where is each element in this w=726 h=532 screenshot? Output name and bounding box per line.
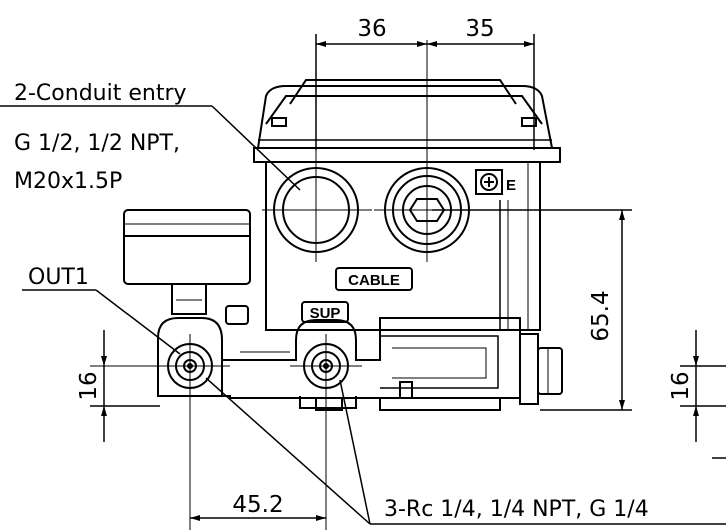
dimension-right-16: [680, 330, 726, 459]
earth-label: E: [506, 177, 516, 194]
dim-top-left: 36: [357, 16, 386, 42]
out1-callout: [22, 289, 181, 355]
conduit-callout: [0, 105, 301, 191]
out1-label: OUT1: [28, 265, 89, 290]
cable-label: CABLE: [348, 272, 400, 289]
cable-badge: CABLE: [335, 267, 413, 291]
conduit-line1: G 1/2, 1/2 NPT,: [14, 131, 180, 156]
conduit-title: 2-Conduit entry: [14, 81, 187, 106]
dim-top-right: 35: [465, 16, 494, 42]
dimension-top: [315, 34, 535, 150]
top-cover: [253, 79, 561, 163]
ports-label: 3-Rc 1/4, 1/4 NPT, G 1/4: [384, 497, 649, 522]
dim-left-16: 16: [76, 371, 102, 400]
sup-badge: SUP: [301, 301, 349, 323]
pressure-gauge: [123, 209, 251, 325]
main-body: [265, 162, 541, 331]
ports-callout: [205, 377, 726, 525]
centerlines: [90, 40, 484, 530]
dimension-height-right: [432, 209, 632, 411]
dim-bottom: 45.2: [232, 492, 283, 518]
conduit-line2: M20x1.5P: [14, 169, 122, 194]
dim-height-right: 65.4: [588, 290, 614, 341]
manifold-block: [157, 317, 563, 411]
dimension-left-16: [90, 330, 160, 442]
sup-label: SUP: [310, 305, 341, 322]
dim-right-16: 16: [668, 371, 694, 400]
earth-terminal: E: [475, 169, 516, 195]
